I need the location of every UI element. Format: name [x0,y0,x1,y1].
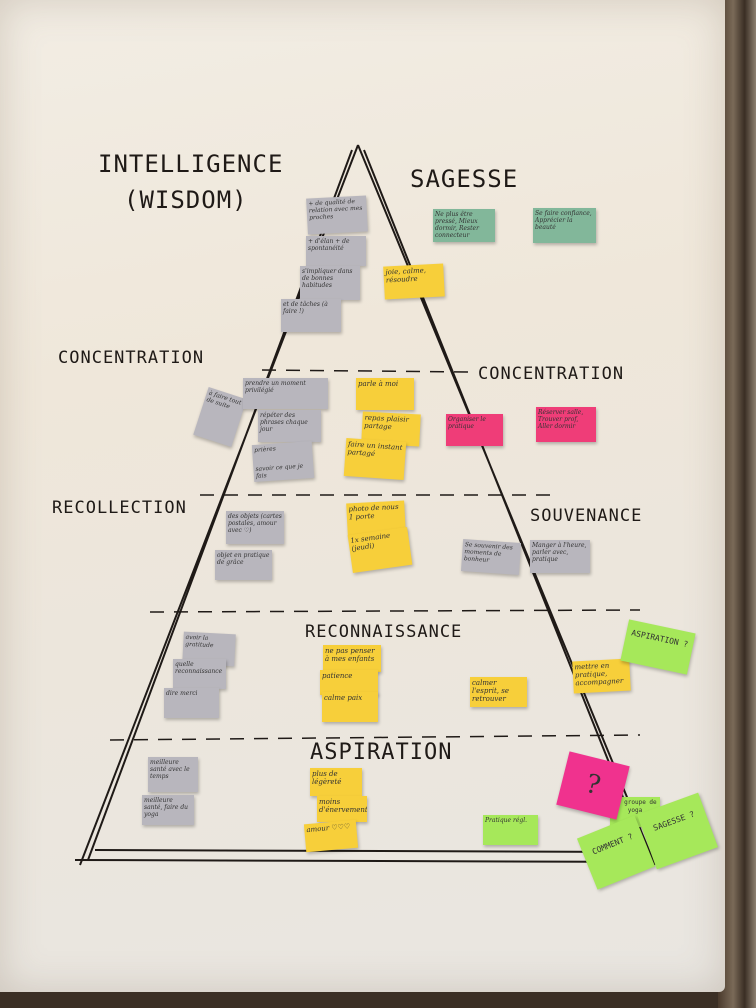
divider-1 [261,369,471,373]
sticky-note: Manger à l'heure, parler avec, pratique [530,540,590,573]
sticky-note: meilleure santé, faire du yoga [142,795,194,825]
label-concentration-right: CONCENTRATION [478,364,625,384]
sticky-note: quelle reconnaissance [173,659,226,689]
divider-3 [149,609,641,613]
sticky-note: plus de légèreté [310,768,362,796]
label-recollection: RECOLLECTION [52,498,187,518]
sticky-note: ne pas penser à mes enfants [323,645,381,672]
sticky-note: mettre en pratique, accompagner [572,658,631,694]
sticky-note: meilleure santé avec le temps [148,757,198,792]
label-souvenance: SOUVENANCE [530,506,643,526]
sticky-note: dire merci [164,688,219,718]
sticky-note: calme paix [322,692,378,722]
divider-4 [109,734,641,741]
sticky-note: + d'élan + de spontanéité [306,236,366,266]
sticky-note-line: savoir ce que je fais [255,462,304,480]
sticky-note: des objets (cartes postales, amour avec … [226,511,284,544]
label-aspiration: ASPIRATION [310,740,453,765]
sticky-note: Se souvenir des moments de bonheur [460,539,522,575]
sticky-note: répéter des phrases chaque jour [258,410,321,442]
label-concentration-left: CONCENTRATION [58,348,205,368]
sticky-note: calmer l'esprit, se retrouver [470,677,527,707]
pyramid-base [74,849,661,863]
sticky-note: amour ♡♡♡ [303,819,359,853]
label-intelligence: INTELLIGENCE [98,150,284,178]
sticky-note: Organiser le pratique [446,414,503,446]
sticky-note: joie, calme, résoudre [383,263,445,300]
sticky-note: faire un instant partagé [343,437,407,481]
label-wisdom: (WISDOM) [124,186,248,214]
sticky-note: patience [320,670,378,695]
sticky-note: moins d'énervement [317,796,367,822]
label-reconnaissance: RECONNAISSANCE [305,622,463,642]
sticky-note: Se faire confiance, Apprécier la beauté [533,208,596,243]
sticky-note: Pratique régl. [483,815,538,845]
sticky-note: et de tâches (à faire !) [281,299,341,332]
sticky-note: prières savoir ce que je fais [251,440,315,483]
sticky-note: Réserver salle, Trouver prof, Aller dorm… [536,407,596,442]
sticky-note: objet en pratique de grâce [215,550,272,580]
sticky-note-line: prières [253,445,277,454]
label-sagesse: SAGESSE [410,165,519,193]
sticky-note: Ne plus être pressé, Mieux dormir, Reste… [433,209,495,242]
sticky-note: parle à moi [356,378,414,410]
sticky-note: prendre un moment privilégié [243,378,328,409]
sticky-note: + de qualité de relation avec mes proche… [306,195,368,235]
sticky-note: s'impliquer dans de bonnes habitudes [300,266,360,300]
